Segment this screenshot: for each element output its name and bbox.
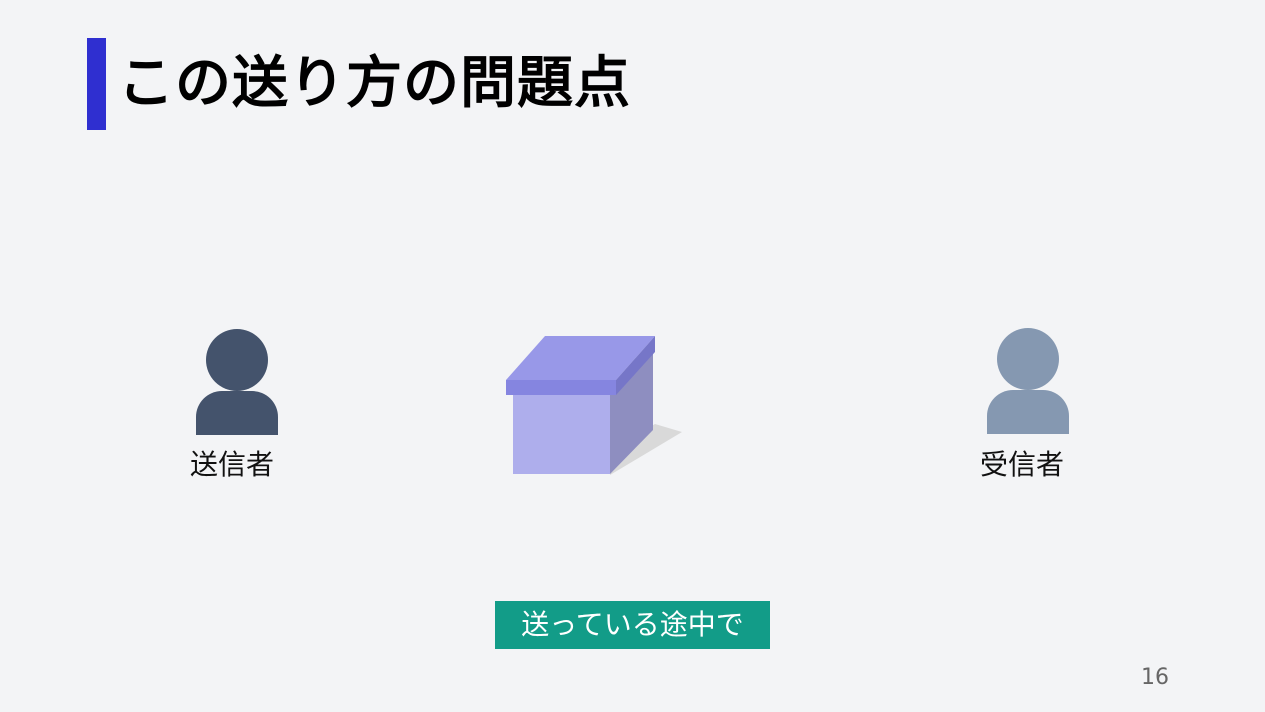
receiver-person-icon bbox=[987, 328, 1071, 436]
box-shadow bbox=[610, 424, 682, 475]
sender-label: 送信者 bbox=[190, 448, 275, 481]
box-lid-top bbox=[506, 336, 655, 380]
receiver-body bbox=[987, 390, 1069, 434]
box-lid-side bbox=[616, 336, 655, 395]
slide-title: この送り方の問題点 bbox=[118, 51, 631, 116]
page-number: 16 bbox=[1141, 665, 1169, 690]
receiver-head bbox=[997, 328, 1059, 390]
title-accent-bar bbox=[87, 38, 106, 130]
box-front bbox=[513, 394, 610, 474]
caption-badge: 送っている途中で bbox=[495, 601, 770, 649]
box-side bbox=[610, 352, 653, 474]
sender-head bbox=[206, 329, 268, 391]
box-lid-front bbox=[506, 380, 616, 395]
box-icon bbox=[506, 336, 682, 475]
sender-person-icon bbox=[196, 329, 280, 437]
sender-body bbox=[196, 391, 278, 435]
receiver-label: 受信者 bbox=[980, 448, 1065, 481]
